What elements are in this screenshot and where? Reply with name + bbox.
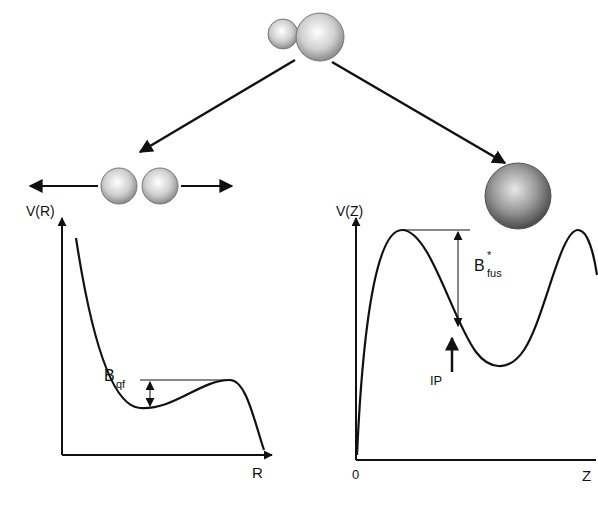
axis-label: Z	[582, 468, 591, 483]
target-sphere	[296, 13, 344, 61]
fragment-sphere	[101, 168, 137, 204]
y-axis	[355, 218, 357, 460]
potential-curve	[76, 238, 264, 450]
axis-label: R	[252, 465, 263, 480]
y-axis	[61, 218, 63, 455]
compound-sphere	[485, 163, 551, 229]
fragment-sphere	[142, 168, 178, 204]
point-label: IP	[430, 374, 442, 387]
branch-arrow	[332, 62, 505, 163]
barrier-height-arrow	[150, 382, 151, 406]
projectile-sphere	[268, 19, 298, 49]
axis-origin: 0	[352, 468, 359, 481]
barrier-subscript: qf	[116, 379, 125, 390]
barrier-superscript: *	[487, 250, 491, 261]
barrier-subscript: fus	[487, 268, 502, 279]
branch-arrow	[140, 60, 295, 152]
barrier-level-line	[140, 380, 230, 381]
barrier-symbol: B	[104, 368, 115, 384]
barrier-height-arrow	[458, 232, 459, 326]
barrier-symbol: B	[474, 258, 485, 274]
motion-arrow	[30, 185, 98, 187]
motion-arrow	[181, 185, 232, 187]
potential-curve	[357, 230, 597, 455]
x-axis	[356, 459, 596, 461]
barrier-level-line	[402, 230, 470, 231]
injection-point-arrow	[451, 338, 454, 372]
x-axis	[62, 454, 272, 456]
axis-title: V(R)	[26, 204, 55, 218]
axis-title: V(Z)	[336, 204, 363, 218]
